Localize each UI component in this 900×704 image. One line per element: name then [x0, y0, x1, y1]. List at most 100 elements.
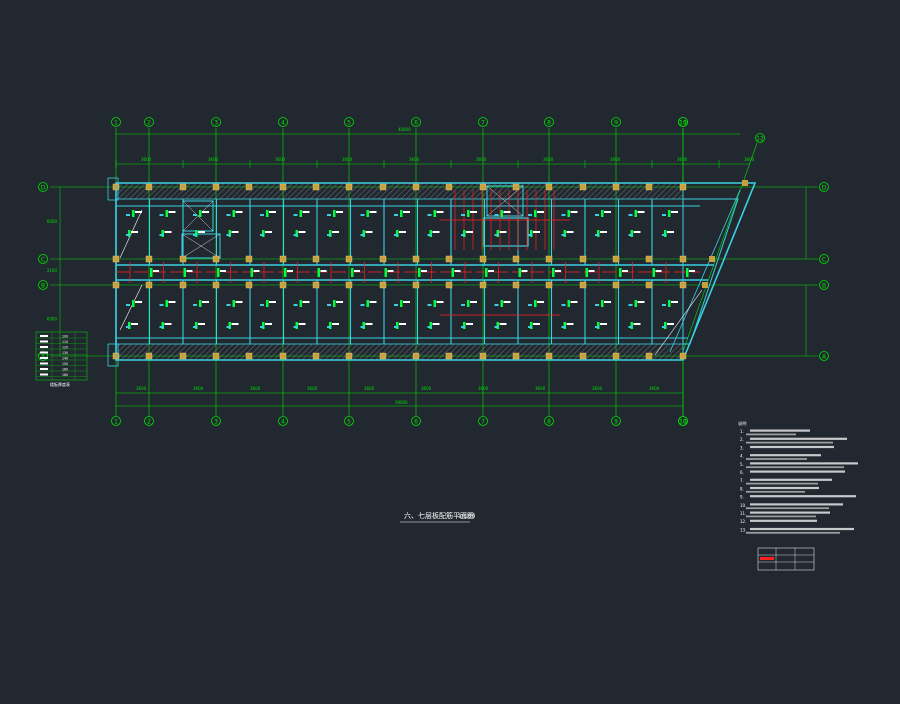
balcony-strip-bottom — [115, 343, 684, 361]
note-line-cont — [746, 458, 807, 460]
rebar-hook-mark — [327, 234, 331, 236]
rebar-label-mark — [436, 211, 444, 213]
dim-top-label: 3600 — [543, 157, 554, 162]
column — [445, 255, 453, 263]
axis-bubble-bottom — [144, 416, 154, 426]
rebar-label-mark — [604, 301, 611, 303]
rebar-corridor-mark — [451, 268, 454, 277]
rebar-hook-mark — [193, 214, 197, 216]
rebar-hook-mark — [126, 304, 130, 306]
note-line-cont — [746, 466, 844, 469]
rebar-bottom-mark — [433, 300, 436, 307]
rebar-corridor-mark — [585, 268, 588, 277]
axis-label-bottom: 2 — [147, 419, 151, 426]
legend-value: 180 — [62, 373, 68, 377]
rebar-label-mark — [202, 301, 209, 303]
legend-value: 160 — [62, 368, 68, 372]
shaft-box — [486, 185, 524, 217]
note-number: 2. — [740, 437, 744, 442]
legend-title: 楼板厚度表 — [50, 381, 70, 387]
rebar-bottom-mark — [199, 300, 202, 307]
rebar-hook-mark — [461, 234, 465, 236]
balcony-strip-top — [115, 182, 684, 200]
column — [245, 183, 253, 191]
axis-bubble-right — [819, 351, 829, 361]
shaft-box — [181, 233, 221, 259]
rebar-label-mark — [231, 231, 239, 233]
skew-end-inner — [682, 198, 739, 345]
column — [545, 255, 553, 263]
rebar-hook-mark — [226, 214, 231, 216]
dim-top-label: 3600 — [275, 157, 286, 162]
rebar-hook-mark — [193, 326, 197, 328]
column — [645, 183, 653, 191]
rebar-bottom-mark — [262, 322, 265, 329]
rebar-hook-mark — [427, 214, 432, 216]
rebar-bottom-mark — [668, 210, 671, 217]
rebar-corridor-label — [421, 270, 427, 272]
rebar-bottom-mark — [333, 210, 336, 217]
rebar-label-mark — [436, 301, 444, 303]
rebar-hook-mark — [561, 214, 566, 216]
note-line — [750, 478, 832, 481]
rebar-bottom-mark — [195, 322, 198, 329]
rebar-label-mark — [336, 211, 343, 213]
rebar-label-mark — [667, 323, 674, 325]
column — [245, 352, 253, 360]
rebar-bottom-mark — [463, 230, 466, 237]
rebar-corridor-mark — [183, 268, 186, 277]
brace-left-lower — [119, 284, 143, 331]
rebar-label-mark — [399, 323, 406, 325]
note-line — [750, 429, 810, 432]
rebar-hook-mark — [595, 304, 599, 306]
rebar-hook-mark — [662, 304, 666, 306]
column — [212, 281, 220, 289]
rebar-label-mark — [269, 301, 276, 303]
axis-bubble-top — [611, 117, 621, 127]
note-number: 5. — [740, 462, 744, 467]
rebar-label-mark — [667, 231, 674, 233]
rebar-label-mark — [135, 211, 142, 213]
dim-top-label: 3600 — [342, 157, 353, 162]
rebar-corridor-label — [655, 270, 662, 272]
rebar-label-mark — [235, 301, 243, 303]
axis-bubble-left — [38, 182, 48, 192]
rebar-hook-mark — [226, 326, 231, 328]
rebar-bottom-mark — [630, 322, 633, 329]
rebar-bottom-mark — [132, 210, 135, 217]
note-number: 4. — [740, 454, 744, 459]
note-line — [750, 486, 819, 490]
rebar-bottom-mark — [329, 322, 332, 329]
axis-label-top: 5 — [347, 120, 351, 127]
rebar-label-mark — [499, 231, 507, 233]
rebar-corridor-mark — [150, 268, 153, 277]
column — [512, 183, 520, 191]
rebar-corridor-label — [588, 270, 595, 272]
note-line — [750, 527, 854, 531]
note-line-cont — [746, 531, 840, 534]
axis-bubble-bottom — [278, 416, 288, 426]
rebar-hook-mark — [628, 304, 633, 306]
rebar-label-mark — [298, 231, 306, 233]
axis-label-right: D — [822, 185, 827, 192]
rebar-bottom-mark — [429, 322, 432, 329]
drawing-scale: 1:100 — [458, 513, 475, 520]
brace-left-upper — [119, 209, 143, 259]
rebar-label-mark — [432, 323, 440, 325]
column — [709, 256, 715, 262]
rebar-label-mark — [633, 323, 641, 325]
rebar-bottom-mark — [295, 230, 298, 237]
column — [112, 352, 120, 360]
axis-line-skew — [679, 142, 758, 361]
rebar-bottom-mark — [668, 300, 671, 307]
rebar-label-mark — [499, 323, 507, 325]
shaft-cross — [182, 200, 214, 232]
note-line-cont — [746, 433, 796, 436]
dim-top-label: 3600 — [409, 157, 420, 162]
note-line — [750, 503, 843, 506]
rebar-bottom-mark — [165, 300, 168, 307]
column — [679, 183, 687, 191]
rebar-corridor-mark — [250, 268, 253, 277]
rebar-corridor-label — [622, 270, 628, 272]
dim-left-label: 2100 — [47, 268, 58, 273]
